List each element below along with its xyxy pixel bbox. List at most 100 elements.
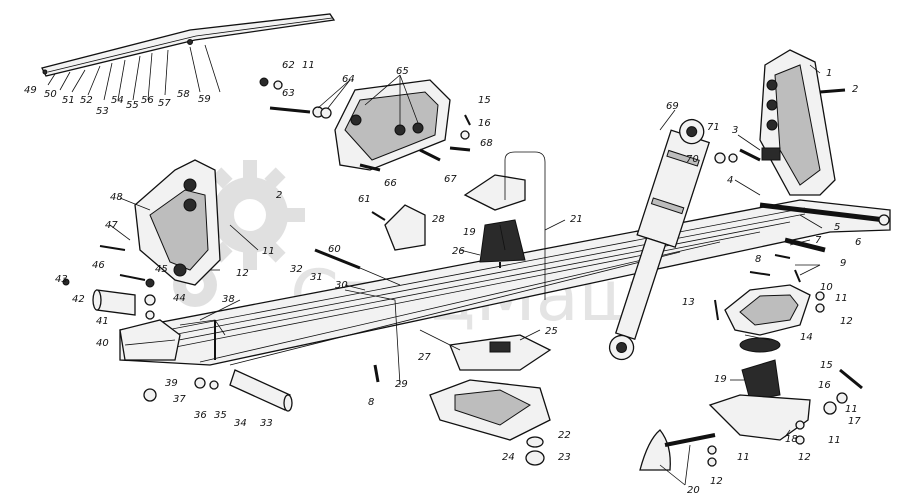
callout-55: 55: [126, 100, 139, 111]
callout-67: 67: [444, 174, 457, 185]
callout-3: 3: [732, 125, 738, 136]
callout-15b: 15: [478, 95, 491, 106]
callout-41: 41: [96, 316, 109, 327]
callout-38: 38: [222, 294, 235, 305]
bumper-seat: [708, 394, 811, 441]
shackle-20: [639, 429, 716, 471]
callout-7: 7: [815, 235, 822, 246]
callout-61: 61: [358, 194, 371, 205]
callout-16b: 16: [478, 118, 491, 129]
callout-20: 20: [687, 485, 700, 496]
callout-8: 8: [755, 254, 761, 265]
callout-27: 27: [418, 352, 431, 363]
callout-58: 58: [177, 89, 190, 100]
callout-16a: 16: [818, 380, 831, 391]
nut-22-23: [525, 436, 545, 466]
callout-57: 57: [158, 98, 171, 109]
bushing-41: [92, 289, 136, 316]
callout-29: 29: [395, 379, 408, 390]
bolt-pin: [739, 88, 846, 162]
callout-48: 48: [110, 192, 123, 203]
callout-25: 25: [545, 326, 558, 337]
callout-14: 14: [800, 332, 813, 343]
callout-49: 49: [24, 85, 37, 96]
bumper-front: [741, 359, 781, 401]
callout-1: 1: [826, 68, 832, 79]
main-leaf-spring: [119, 199, 891, 366]
callout-65: 65: [396, 66, 409, 77]
spring-end-40: [119, 319, 181, 361]
callout-35: 35: [214, 410, 227, 421]
callout-11e: 11: [262, 246, 275, 257]
callout-70: 70: [686, 154, 699, 165]
bolt-66-67: [359, 114, 471, 172]
callout-19b: 19: [463, 227, 476, 238]
callout-53: 53: [96, 106, 109, 117]
watermark-gear-icon: [195, 160, 305, 270]
callout-71: 71: [707, 122, 720, 133]
callout-56: 56: [141, 95, 154, 106]
callout-5: 5: [834, 222, 840, 233]
callout-30: 30: [335, 280, 348, 291]
callout-44: 44: [173, 293, 186, 304]
callout-9: 9: [840, 258, 846, 269]
callout-12c: 12: [710, 476, 723, 487]
callout-36: 36: [194, 410, 207, 421]
callout-2b: 2: [276, 190, 282, 201]
front-bracket: [759, 49, 836, 196]
spring-eye-pin: [759, 202, 890, 253]
callout-68: 68: [480, 138, 493, 149]
callout-64: 64: [342, 74, 355, 85]
callout-59: 59: [198, 94, 211, 105]
callout-63: 63: [282, 88, 295, 99]
rear-bracket: [134, 159, 221, 286]
leader-lines: [47, 44, 823, 486]
callout-62: 62: [282, 60, 295, 71]
callout-60: 60: [328, 244, 341, 255]
callout-11a: 11: [835, 293, 848, 304]
callout-6: 6: [855, 237, 861, 248]
callout-40: 40: [96, 338, 109, 349]
u-bolt-21: [504, 151, 546, 300]
callout-52: 52: [80, 95, 93, 106]
callout-51: 51: [62, 95, 75, 106]
callout-24: 24: [502, 452, 515, 463]
callout-17: 17: [848, 416, 861, 427]
callout-26: 26: [452, 246, 465, 257]
callout-11f: 11: [845, 404, 858, 415]
callout-21: 21: [570, 214, 583, 225]
axle-seat-front: [724, 284, 811, 353]
sleeve-33: [229, 369, 293, 412]
callout-23: 23: [558, 452, 571, 463]
callout-12a: 12: [840, 316, 853, 327]
callout-2: 2: [852, 84, 858, 95]
callout-22: 22: [558, 430, 571, 441]
callout-4: 4: [727, 175, 733, 186]
callout-46: 46: [92, 260, 105, 271]
callout-12d: 12: [236, 268, 249, 279]
callout-11d: 11: [302, 60, 315, 71]
callout-43: 43: [55, 274, 68, 285]
callout-11c: 11: [737, 452, 750, 463]
callout-34: 34: [234, 418, 247, 429]
small-parts-left: [62, 245, 226, 402]
callout-32: 32: [290, 264, 303, 275]
callout-10: 10: [820, 282, 833, 293]
callout-15a: 15: [820, 360, 833, 371]
callout-50: 50: [44, 89, 57, 100]
callout-19a: 19: [714, 374, 727, 385]
callout-42: 42: [72, 294, 85, 305]
upper-bracket: [334, 79, 451, 171]
axle-seat-bottom: [429, 379, 551, 441]
bolt-63: [259, 77, 332, 119]
pad-60: [371, 204, 426, 251]
callout-69: 69: [666, 101, 679, 112]
small-parts-right: [373, 152, 863, 467]
callout-39: 39: [165, 378, 178, 389]
callout-11b: 11: [828, 435, 841, 446]
callout-13: 13: [682, 297, 695, 308]
callout-31: 31: [310, 272, 323, 283]
callout-33: 33: [260, 418, 273, 429]
callout-18: 18: [785, 434, 798, 445]
